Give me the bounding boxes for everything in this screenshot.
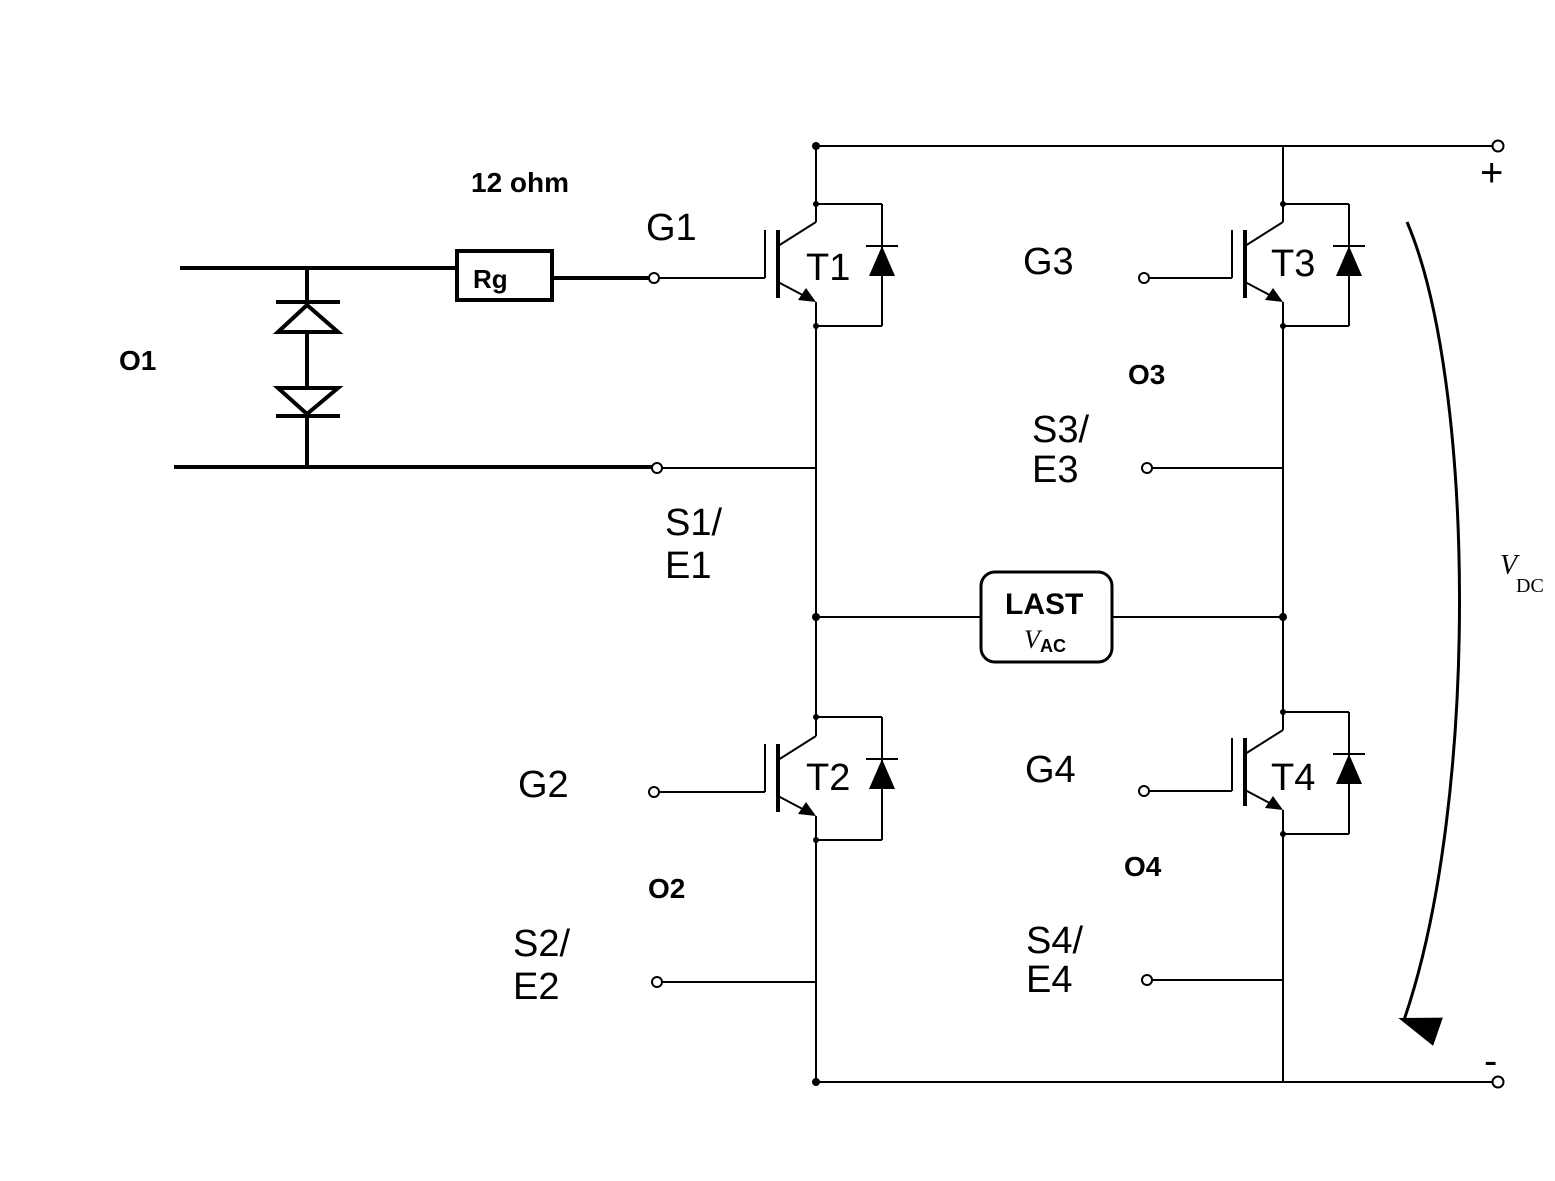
igbt-t4: T4 (1138, 709, 1365, 837)
emitter-terminals (651, 462, 1283, 988)
e3-label: E3 (1032, 449, 1078, 491)
resistor-value-label: 12 ohm (471, 167, 569, 198)
diode-t1 (869, 246, 895, 276)
s4-label: S4/ (1026, 920, 1083, 962)
load-label: LAST (1005, 588, 1083, 621)
vdc-symbol: V (1500, 550, 1520, 581)
igbt-t2: T2 (648, 714, 898, 843)
s4-terminal (1141, 974, 1153, 986)
left-leg (812, 146, 820, 1082)
vdc-subscript: DC (1516, 575, 1544, 597)
right-leg (1279, 146, 1287, 1082)
load-block: LAST V AC (816, 570, 1283, 664)
minus-label: - (1484, 1039, 1497, 1083)
g1-terminal (648, 272, 660, 284)
t4-label: T4 (1271, 757, 1315, 799)
negative-terminal (1491, 1075, 1505, 1089)
plus-label: + (1480, 151, 1503, 195)
vac-symbol: V (1024, 625, 1043, 654)
s2-terminal (651, 976, 663, 988)
g4-terminal (1138, 785, 1150, 797)
t1-label: T1 (806, 247, 850, 289)
s3-terminal (1141, 462, 1153, 474)
zener-upper (272, 302, 344, 334)
diode-t2 (869, 759, 895, 789)
s3-label: S3/ (1032, 409, 1089, 451)
e4-label: E4 (1026, 959, 1072, 1001)
igbt-t3: T3 (1138, 201, 1365, 329)
vac-subscript: AC (1040, 636, 1066, 656)
g2-terminal (648, 786, 660, 798)
resistor-label: Rg (473, 264, 508, 294)
gate-drive-circuit: Rg (174, 249, 652, 469)
g1-label: G1 (646, 207, 697, 249)
o4-label: O4 (1124, 851, 1162, 882)
g3-terminal (1138, 272, 1150, 284)
vdc-arrow: V DC (1398, 221, 1544, 1046)
e1-label: E1 (665, 545, 711, 587)
g3-label: G3 (1023, 241, 1074, 283)
g2-label: G2 (518, 764, 569, 806)
s1-label: S1/ (665, 502, 722, 544)
t3-label: T3 (1271, 243, 1315, 285)
s1-terminal (651, 462, 663, 474)
o1-label: O1 (119, 345, 156, 376)
load-box (979, 570, 1114, 664)
labels: 12 ohm O1 O2 O3 O4 G1 G2 G3 G4 S1/ E1 S2… (119, 167, 1165, 1008)
gate-resistor (455, 249, 554, 302)
o3-label: O3 (1128, 359, 1165, 390)
zener-lower (272, 386, 344, 417)
diode-t3 (1336, 246, 1362, 276)
e2-label: E2 (513, 966, 559, 1008)
g4-label: G4 (1025, 749, 1076, 791)
positive-terminal (1491, 139, 1505, 153)
diode-t4 (1336, 754, 1362, 784)
t2-label: T2 (806, 757, 850, 799)
o2-label: O2 (648, 873, 685, 904)
s2-label: S2/ (513, 923, 570, 965)
igbt-t1: T1 (648, 201, 898, 329)
dc-bus: + - (812, 139, 1505, 1089)
